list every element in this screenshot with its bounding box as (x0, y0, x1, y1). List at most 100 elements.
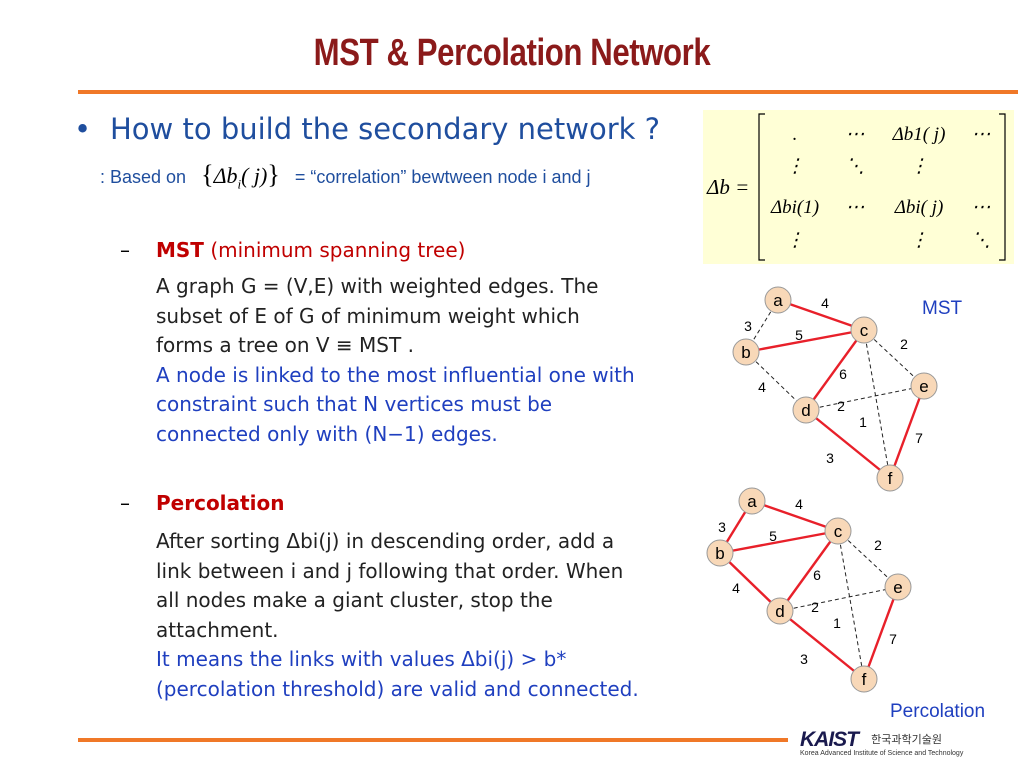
mst-title-bold: MST (156, 238, 204, 262)
percolation-graph-caption: Percolation (890, 701, 986, 722)
matrix-left-bracket (758, 113, 765, 261)
page-title: MST & Percolation Network (313, 32, 711, 74)
mst-graph-caption: MST (922, 298, 963, 319)
matrix-cell: ⋯ (846, 124, 865, 145)
node-d (766, 597, 794, 625)
edge-weight-label: 5 (769, 528, 777, 544)
edge-weight-label: 2 (874, 537, 882, 553)
edge-weight-label: 6 (813, 567, 821, 583)
edge-weight-label: 4 (795, 496, 803, 512)
edge-weight-label: 5 (795, 327, 803, 343)
delta-b-formula: {Δbi( j)} (201, 160, 280, 192)
edge-d-e (779, 586, 899, 612)
edge-a-c (777, 298, 865, 332)
percolation-title-bold: Percolation (156, 491, 285, 515)
kaist-logo: KAIST 한국과학기술원 Korea Advanced Institute o… (800, 728, 963, 757)
node-label-b: b (715, 544, 724, 563)
mst-line-blue: connected only with (N−1) edges. (156, 421, 498, 446)
matrix-cell: . (793, 124, 798, 145)
percolation-line-blue: It means the links with values Δbi(j) > … (156, 647, 567, 671)
node-label-c: c (834, 522, 843, 541)
edge-d-e (805, 385, 925, 411)
mst-description: A graph G = (V,E) with weighted edges. T… (156, 272, 635, 449)
node-a (738, 487, 766, 515)
matrix-lhs: Δb = (706, 175, 749, 199)
matrix-cell: ⋯ (972, 197, 991, 218)
matrix-cell: ⋮ (786, 156, 805, 177)
edge-weight-label: 1 (833, 615, 841, 631)
node-label-f: f (888, 469, 893, 488)
edge-weight-label: 3 (826, 450, 834, 466)
percolation-description: After sorting Δbi(j) in descending order… (156, 527, 639, 704)
edge-weight-label: 6 (839, 366, 847, 382)
node-b (706, 539, 734, 567)
node-f (876, 464, 904, 492)
edge-e-f (862, 586, 900, 680)
edge-weight-label: 7 (889, 631, 897, 647)
edge-weight-label: 2 (811, 599, 819, 615)
matrix-cell: ⋮ (910, 156, 929, 177)
edge-b-c (745, 328, 865, 354)
based-on-line: : Based on {Δbi( j)} = “correlation” bew… (100, 160, 591, 192)
edge-a-c (751, 499, 839, 533)
edge-d-f (805, 409, 891, 479)
percolation-line: all nodes make a giant cluster, stop the (156, 588, 553, 612)
delta-b-matrix: Δb = . ⋯ Δb1( j) ⋯ ⋮ ⋱ ⋮ Δbi(1) ⋯ Δbi( j) ⋯ ⋮ ⋮ ⋱ (703, 110, 1014, 264)
matrix-cell: ⋱ (972, 230, 991, 251)
mst-line-blue: A node is linked to the most influential… (156, 362, 635, 387)
node-a (764, 286, 792, 314)
node-f (850, 665, 878, 693)
percolation-title: Percolation (156, 491, 284, 515)
matrix-cell: ⋮ (786, 230, 805, 251)
node-label-f: f (862, 670, 867, 689)
edge-c-f (837, 530, 865, 680)
matrix-cell: ⋱ (846, 156, 865, 177)
matrix-cell: ⋯ (846, 197, 865, 218)
footer-divider (78, 738, 788, 742)
edge-weight-label: 3 (718, 519, 726, 535)
edge-e-f (888, 385, 926, 479)
node-label-e: e (893, 578, 902, 597)
node-e (910, 372, 938, 400)
mst-dash: – (120, 238, 130, 262)
matrix-cell: Δbi( j) (894, 197, 944, 218)
edge-b-c (719, 529, 839, 555)
node-c (850, 316, 878, 344)
matrix-right-bracket (999, 113, 1006, 261)
edge-weight-label: 2 (837, 398, 845, 414)
edge-weight-label: 4 (758, 379, 766, 395)
kaist-logo-text: KAIST (800, 728, 859, 751)
edge-weight-label: 3 (744, 318, 752, 334)
edge-weight-label: 7 (915, 430, 923, 446)
node-label-a: a (747, 492, 757, 511)
matrix-cell: Δbi(1) (770, 197, 819, 218)
edge-weight-label: 2 (900, 336, 908, 352)
node-label-c: c (860, 321, 869, 340)
mst-title: MST (minimum spanning tree) (156, 238, 465, 262)
percolation-line-blue: (percolation threshold) are valid and co… (156, 676, 639, 701)
title-divider (78, 90, 1018, 94)
node-b (732, 338, 760, 366)
percolation-line: link between i and j following that orde… (156, 558, 624, 583)
mst-title-rest: (minimum spanning tree) (210, 238, 466, 262)
matrix-cell: ⋮ (910, 230, 929, 251)
matrix-cell: Δb1( j) (892, 124, 946, 145)
edge-d-f (779, 610, 865, 680)
section-heading: How to build the secondary network ? (110, 112, 661, 146)
mst-line: forms a tree on V ≡ MST . (156, 333, 414, 357)
mst-line: A graph G = (V,E) with weighted edges. T… (156, 274, 599, 298)
node-label-a: a (773, 291, 783, 310)
edge-c-d (779, 530, 839, 612)
mst-line: subset of E of G of minimum weight which (156, 303, 580, 328)
edge-c-f (863, 329, 891, 479)
edge-weight-label: 4 (732, 580, 740, 596)
kaist-korean-name: 한국과학기술원 (871, 733, 942, 746)
node-label-d: d (801, 401, 810, 420)
edge-c-d (805, 329, 865, 411)
bullet-marker: • (74, 112, 92, 146)
based-on-prefix: : Based on (100, 167, 187, 187)
node-label-e: e (919, 377, 928, 396)
matrix-cell: ⋯ (972, 124, 991, 145)
node-d (792, 396, 820, 424)
